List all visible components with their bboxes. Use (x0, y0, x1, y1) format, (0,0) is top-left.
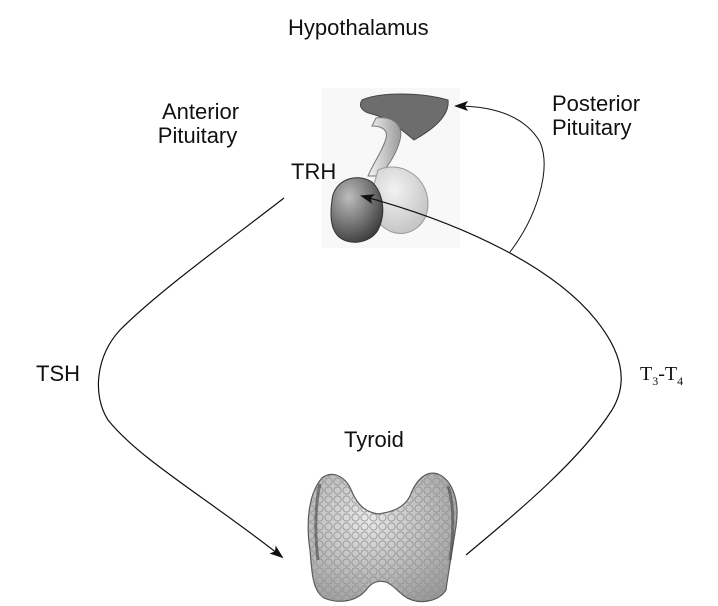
thyroid-label: Tyroid (344, 428, 404, 452)
posterior-label-line1: Posterior (552, 92, 640, 116)
tsh-label: TSH (36, 362, 80, 386)
hypothalamus-label: Hypothalamus (288, 16, 429, 40)
trh-label: TRH (291, 160, 336, 184)
pituitary-gland-icon (322, 88, 460, 248)
anterior-pituitary-label: Anterior Pituitary (156, 100, 239, 148)
t4-subscript: 4 (677, 374, 683, 388)
t3-t-char: T (640, 363, 652, 385)
t3t4-arrow (362, 196, 621, 555)
t4-t-char: T (665, 363, 677, 385)
anterior-label-line1: Anterior (156, 100, 239, 124)
thyroid-gland-icon (308, 473, 457, 601)
t3-t4-label: T3-T4 (640, 362, 683, 393)
tsh-arrow (98, 198, 284, 557)
anterior-label-line2: Pituitary (156, 124, 239, 148)
posterior-pituitary-label: Posterior Pituitary (552, 92, 640, 140)
feedback-hypothalamus-arrow (456, 106, 544, 252)
posterior-label-line2: Pituitary (552, 116, 640, 140)
t3t4-dash: - (658, 363, 665, 385)
